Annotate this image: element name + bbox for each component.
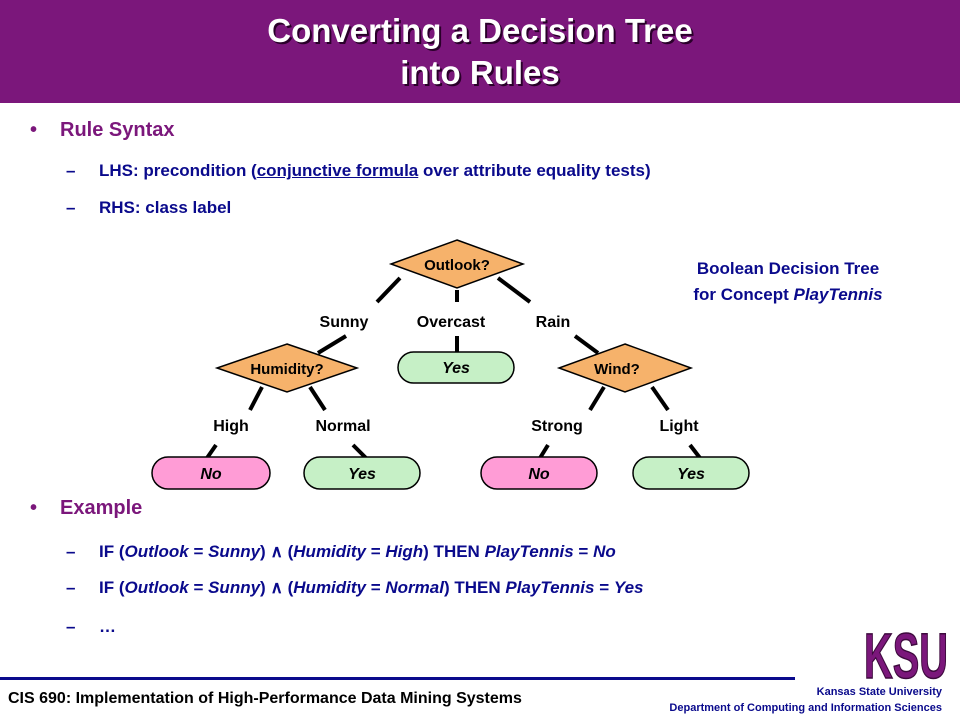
rule-class: No	[593, 542, 616, 561]
rule-value: High	[385, 542, 424, 561]
rule-class: Yes	[613, 578, 644, 597]
rule-attr: Outlook	[124, 578, 189, 597]
rule-text: ) THEN	[423, 542, 485, 561]
leaf-normal-yes-label: Yes	[348, 466, 376, 483]
edge-line-light-lower	[688, 443, 702, 460]
and-symbol: ∧	[270, 578, 283, 597]
wind-node	[556, 343, 694, 393]
edge-line-rain	[496, 276, 532, 304]
edge-label-normal: Normal	[315, 418, 370, 435]
rule-example-1: IF (Outlook = Sunny) ∧ (Humidity = High)…	[99, 542, 616, 562]
edge-label-overcast: Overcast	[417, 314, 486, 331]
lhs-suffix: over attribute equality tests)	[418, 161, 651, 180]
edge-line-strong	[588, 385, 606, 412]
tree-caption-line1: Boolean Decision Tree	[697, 259, 879, 278]
overcast-yes-leaf	[397, 351, 515, 384]
leaf-strong-no	[480, 456, 598, 490]
tree-caption-line2: for Concept PlayTennis	[693, 285, 882, 304]
bullet-rule-syntax: Rule Syntax	[60, 119, 175, 141]
lhs-underlined: conjunctive formula	[256, 161, 419, 180]
edge-label-strong: Strong	[531, 418, 583, 435]
dash-marker: –	[66, 578, 76, 597]
slide-title-line1: Converting a Decision Tree	[267, 12, 693, 49]
dash-marker: –	[66, 617, 76, 636]
department-name: Department of Computing and Information …	[669, 702, 942, 714]
leaf-strong-no-label: No	[528, 466, 550, 483]
rule-text: IF (	[99, 542, 125, 561]
rhs-line: RHS: class label	[99, 198, 232, 217]
ksu-logo: KSU	[863, 622, 949, 684]
edge-line-sunny-lower	[316, 334, 348, 355]
course-title: CIS 690: Implementation of High-Performa…	[8, 690, 522, 707]
edge-label-light: Light	[659, 418, 699, 435]
rule-target: PlayTennis	[505, 578, 595, 597]
humidity-label: Humidity?	[250, 361, 323, 378]
leaf-normal-yes	[303, 456, 421, 490]
leaf-high-no-label: No	[200, 466, 222, 483]
bullet-example: Example	[60, 497, 143, 519]
edge-line-strong-lower	[538, 443, 550, 460]
edge-line-normal-lower	[351, 443, 368, 460]
rule-text: =	[573, 542, 594, 561]
edge-line-high-lower	[205, 443, 218, 460]
lhs-line: LHS: precondition (conjunctive formula o…	[99, 161, 651, 181]
footer-divider	[0, 677, 795, 680]
rule-example-2: IF (Outlook = Sunny) ∧ (Humidity = Norma…	[99, 578, 644, 598]
rule-text: IF (	[99, 578, 125, 597]
edge-line-rain-lower	[573, 334, 600, 355]
rule-attr: Humidity	[293, 542, 367, 561]
rule-value: Sunny	[208, 542, 261, 561]
rule-text: (	[282, 542, 294, 561]
dash-marker: –	[66, 198, 76, 217]
caption-italic: PlayTennis	[793, 285, 882, 304]
rule-value: Normal	[385, 578, 444, 597]
wind-label: Wind?	[594, 361, 640, 378]
dash-marker: –	[66, 542, 76, 561]
leaf-light-yes-label: Yes	[677, 466, 705, 483]
lhs-prefix: LHS: precondition (	[99, 161, 257, 180]
overcast-yes-label: Yes	[442, 360, 470, 377]
rule-text: =	[188, 542, 209, 561]
rule-value: Sunny	[208, 578, 261, 597]
leaf-high-no	[151, 456, 271, 490]
caption-prefix: for Concept	[693, 285, 793, 304]
rule-attr: Outlook	[124, 542, 189, 561]
rule-text: ) THEN	[443, 578, 506, 597]
edge-line-sunny	[375, 276, 402, 304]
institution-name: Kansas State University	[816, 686, 942, 698]
slide-title-line2: into Rules	[400, 54, 560, 91]
edge-line-normal	[308, 385, 327, 412]
ellipsis: …	[99, 617, 116, 636]
bullet-marker: •	[30, 119, 38, 141]
and-symbol: ∧	[270, 542, 283, 561]
dash-marker: –	[66, 161, 76, 180]
ksu-logo-text: KSU	[864, 622, 948, 684]
bullet-marker: •	[30, 497, 38, 519]
edge-line-light	[650, 385, 670, 412]
rule-target: PlayTennis	[484, 542, 574, 561]
rule-text: =	[366, 578, 386, 597]
title-banner: Converting a Decision Tree into Rules	[0, 0, 960, 103]
edge-line-high	[248, 386, 264, 411]
outlook-node	[388, 239, 526, 289]
rule-text: )	[260, 578, 271, 597]
edge-label-rain: Rain	[536, 314, 571, 331]
rule-text: =	[594, 578, 614, 597]
outlook-label: Outlook?	[424, 257, 490, 274]
rule-text: )	[260, 542, 271, 561]
rule-text: (	[282, 578, 294, 597]
rule-attr: Humidity	[293, 578, 367, 597]
edge-label-sunny: Sunny	[320, 314, 369, 331]
rule-text: =	[188, 578, 209, 597]
edge-label-high: High	[213, 418, 249, 435]
humidity-node	[214, 343, 360, 393]
leaf-light-yes	[632, 456, 750, 490]
rule-text: =	[366, 542, 386, 561]
